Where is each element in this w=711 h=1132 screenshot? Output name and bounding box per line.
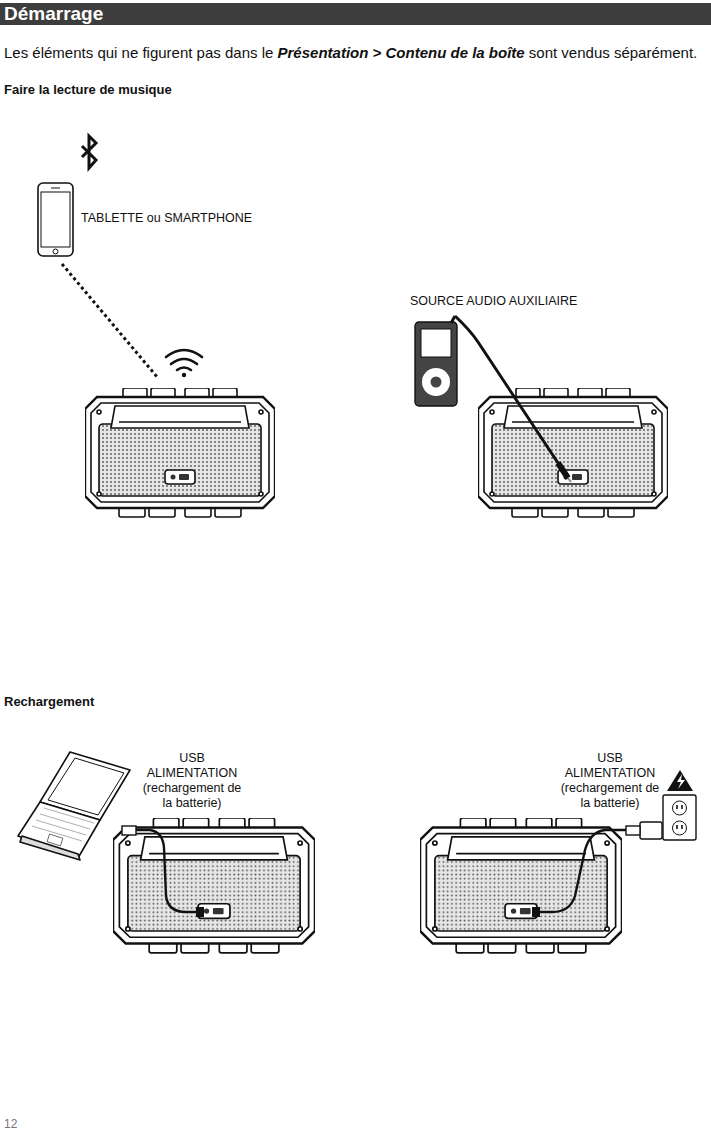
section-heading: Rechargement [4,694,304,709]
connector-label: USB ALIMENTATION (rechargement de la bat… [142,751,242,811]
page-title: Démarrage [4,3,103,25]
device-label: TABLETTE ou SMARTPHONE [81,211,301,225]
connector-label: USB ALIMENTATION (rechargement de la bat… [560,751,660,811]
intro-text: Les éléments qui ne figurent pas dans le [4,44,273,61]
intro-text: sont vendus séparément. [529,44,697,61]
header-bar [0,3,711,25]
intro-paragraph: Les éléments qui ne figurent pas dans le… [4,43,704,63]
page-number: 12 [4,1117,44,1131]
device-label: SOURCE AUDIO AUXILIAIRE [410,294,670,308]
section-heading: Faire la lecture de musique [4,82,404,97]
intro-text: Présentation > Contenu de la boîte [278,44,525,61]
